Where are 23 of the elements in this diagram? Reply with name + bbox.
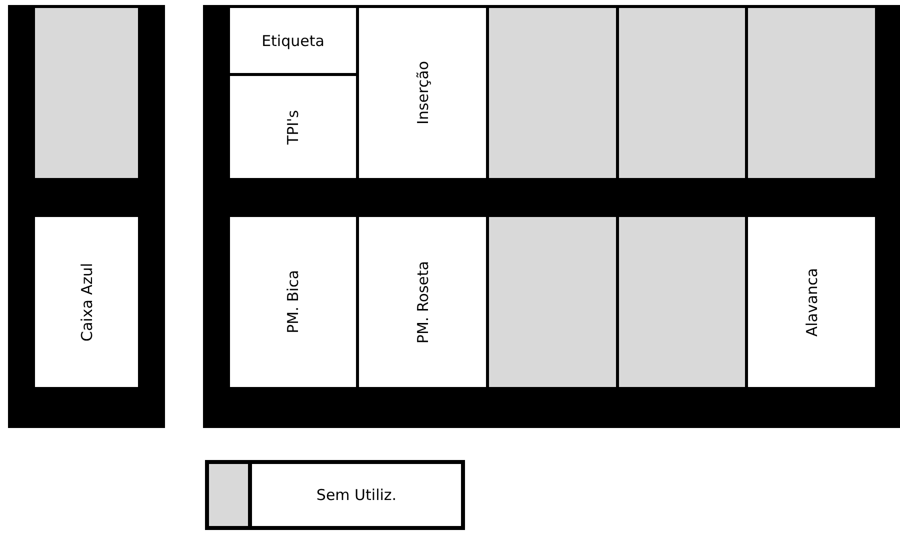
- unused-shelf-slot: [35, 8, 138, 178]
- slot-label: PM. Roseta: [414, 260, 432, 344]
- slot-label: Alavanca: [802, 268, 820, 336]
- slot-label: PM. Bica: [284, 270, 302, 334]
- slot-label: TPI's: [284, 110, 302, 144]
- slot-label: Etiqueta: [262, 32, 324, 50]
- unused-shelf-slot: [619, 217, 745, 387]
- unused-shelf-slot: [489, 217, 616, 387]
- legend-label: Sem Utiliz.: [316, 486, 397, 504]
- shelf-rack: [203, 5, 900, 428]
- slot-label: Inserção: [414, 61, 432, 125]
- unused-shelf-slot: [619, 8, 745, 178]
- shelf-slot: [230, 217, 356, 387]
- unused-shelf-slot: [748, 8, 875, 178]
- shelf-rack: [8, 5, 165, 428]
- shelf-slot: [359, 8, 486, 178]
- shelf-slot: [35, 217, 138, 387]
- shelf-slot: [748, 217, 875, 387]
- slot-label: Caixa Azul: [78, 262, 96, 342]
- shelf-slot: [230, 8, 356, 73]
- unused-shelf-slot: [489, 8, 616, 178]
- shelf-slot: [359, 217, 486, 387]
- shelf-slot: [230, 76, 356, 178]
